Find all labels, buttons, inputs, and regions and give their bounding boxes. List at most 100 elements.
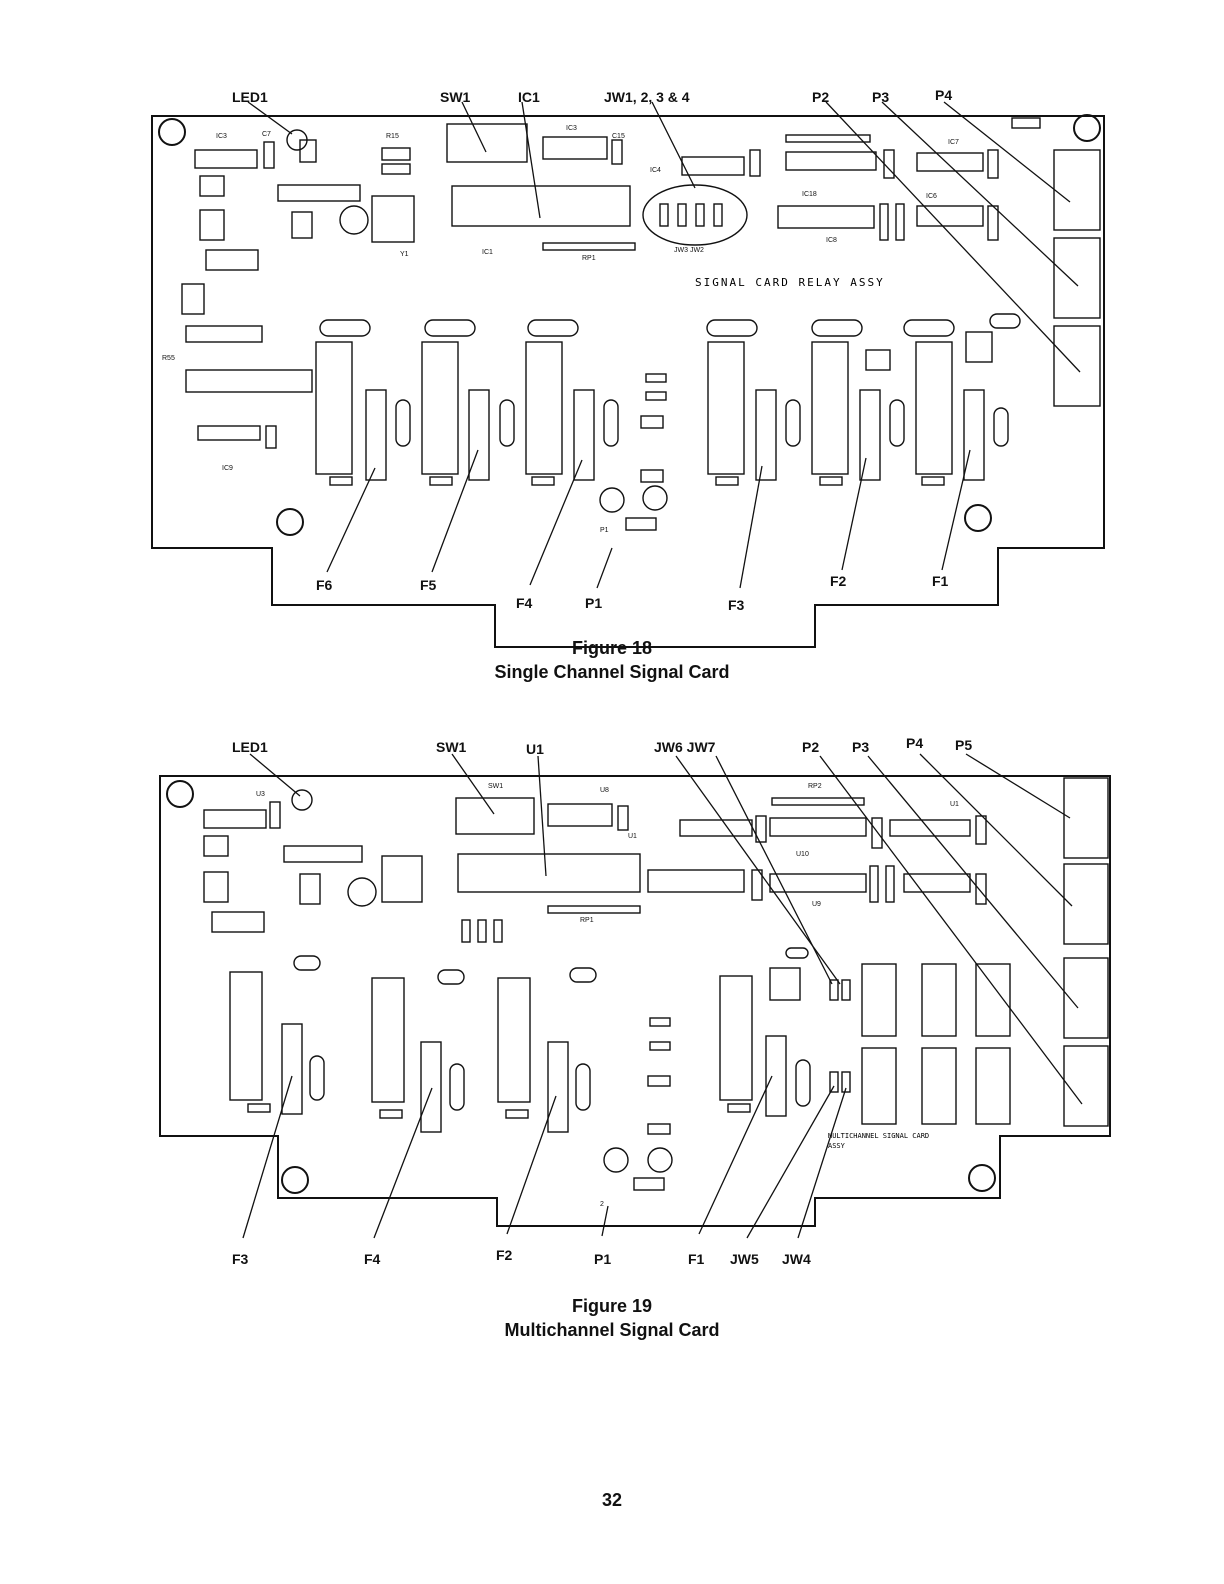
mounting-hole (968, 1164, 996, 1192)
connector-p2 (1053, 325, 1101, 407)
relay-k4 (525, 341, 563, 475)
u1-part (457, 853, 641, 893)
mounting-hole (964, 504, 992, 532)
mounting-hole (158, 118, 186, 146)
board-marking: SIGNAL CARD RELAY ASSY (695, 276, 885, 289)
fuse-f3 (281, 1023, 303, 1115)
callout-led1: LED1 (232, 739, 268, 755)
callout-u1: U1 (526, 741, 544, 757)
svg-text:P1: P1 (600, 527, 609, 534)
connector-p3 (1063, 957, 1109, 1039)
relay-k3 (707, 341, 745, 475)
svg-text:IC6: IC6 (926, 193, 937, 200)
svg-text:U1: U1 (628, 833, 637, 840)
relay-k1 (915, 341, 953, 475)
connector-p4 (1063, 863, 1109, 945)
callout-p1: P1 (585, 595, 602, 611)
callout-f1: F1 (688, 1251, 705, 1267)
callout-p3: P3 (852, 739, 869, 755)
figure-18-caption: Figure 18 Single Channel Signal Card (0, 636, 1224, 684)
svg-text:2: 2 (600, 1201, 604, 1208)
svg-text:U8: U8 (600, 787, 609, 794)
figure-19-number: Figure 19 (571, 1296, 653, 1316)
connector-p4 (1053, 149, 1101, 231)
jw6-part (841, 979, 851, 1001)
svg-text:R15: R15 (386, 133, 399, 140)
callout-jw4: JW4 (782, 1251, 811, 1267)
fuse-f3 (755, 389, 777, 481)
led1-part (291, 789, 313, 811)
sw1-part (455, 797, 535, 835)
fuse-f5 (468, 389, 490, 481)
relay-k5 (421, 341, 459, 475)
mounting-hole (281, 1166, 309, 1194)
callout-p2: P2 (812, 89, 829, 105)
callout-sw1: SW1 (436, 739, 467, 755)
board-outline (151, 115, 1105, 648)
svg-text:SW1: SW1 (488, 783, 503, 790)
callout-p2: P2 (802, 739, 819, 755)
jw5-part (829, 1071, 839, 1093)
figure-19-caption: Figure 19 Multichannel Signal Card (0, 1294, 1224, 1342)
fuse-f1 (765, 1035, 787, 1117)
svg-text:C7: C7 (262, 131, 271, 138)
jw7-part (829, 979, 839, 1001)
sw1-part (446, 123, 528, 163)
callout-sw1: SW1 (440, 89, 471, 105)
ic1-part (451, 185, 631, 227)
svg-text:RP1: RP1 (582, 255, 596, 262)
connector-p5 (1063, 777, 1109, 859)
callout-p5: P5 (955, 737, 972, 753)
jw1-4-group (642, 184, 748, 246)
callout-jw6-jw7: JW6 JW7 (654, 739, 716, 755)
svg-text:IC1: IC1 (482, 249, 493, 256)
svg-text:IC9: IC9 (222, 465, 233, 472)
relay-k6 (315, 341, 353, 475)
callout-jw1-4: JW1, 2, 3 & 4 (604, 89, 690, 105)
svg-text:C15: C15 (612, 133, 625, 140)
fuse-f2 (547, 1041, 569, 1133)
callout-p4: P4 (935, 87, 952, 103)
svg-text:RP1: RP1 (580, 917, 594, 924)
svg-text:IC8: IC8 (826, 237, 837, 244)
callout-f1: F1 (932, 573, 949, 589)
svg-text:R55: R55 (162, 355, 175, 362)
figure-18-title: Single Channel Signal Card (494, 662, 730, 682)
svg-text:IC3: IC3 (566, 125, 577, 132)
mounting-hole (1073, 114, 1101, 142)
svg-text:IC18: IC18 (802, 191, 817, 198)
connector-p3 (1053, 237, 1101, 319)
svg-text:RP2: RP2 (808, 783, 822, 790)
callout-f3: F3 (232, 1251, 249, 1267)
callout-p4: P4 (906, 735, 923, 751)
callout-f4: F4 (364, 1251, 381, 1267)
figure-18-number: Figure 18 (571, 638, 653, 658)
callout-led1: LED1 (232, 89, 268, 105)
svg-text:JW3 JW2: JW3 JW2 (674, 247, 704, 254)
callout-jw5: JW5 (730, 1251, 759, 1267)
svg-text:U9: U9 (812, 901, 821, 908)
mounting-hole (166, 780, 194, 808)
board-outline (159, 775, 1111, 1227)
callout-f3: F3 (728, 597, 745, 613)
svg-text:U3: U3 (256, 791, 265, 798)
page-number: 32 (601, 1490, 623, 1510)
callout-f6: F6 (316, 577, 333, 593)
board-marking-1: MULTICHANNEL SIGNAL CARD (828, 1132, 929, 1140)
board-marking-2: ASSY (828, 1142, 846, 1150)
svg-text:U1: U1 (950, 801, 959, 808)
svg-text:U10: U10 (796, 851, 809, 858)
callout-f2: F2 (830, 573, 847, 589)
jw4-part (841, 1071, 851, 1093)
fuse-f1 (963, 389, 985, 481)
svg-text:Y1: Y1 (400, 251, 409, 258)
callout-p3: P3 (872, 89, 889, 105)
figure-19-title: Multichannel Signal Card (504, 1320, 720, 1340)
svg-text:IC3: IC3 (216, 133, 227, 140)
callout-p1: P1 (594, 1251, 611, 1267)
callout-f5: F5 (420, 577, 437, 593)
relay-k2 (811, 341, 849, 475)
